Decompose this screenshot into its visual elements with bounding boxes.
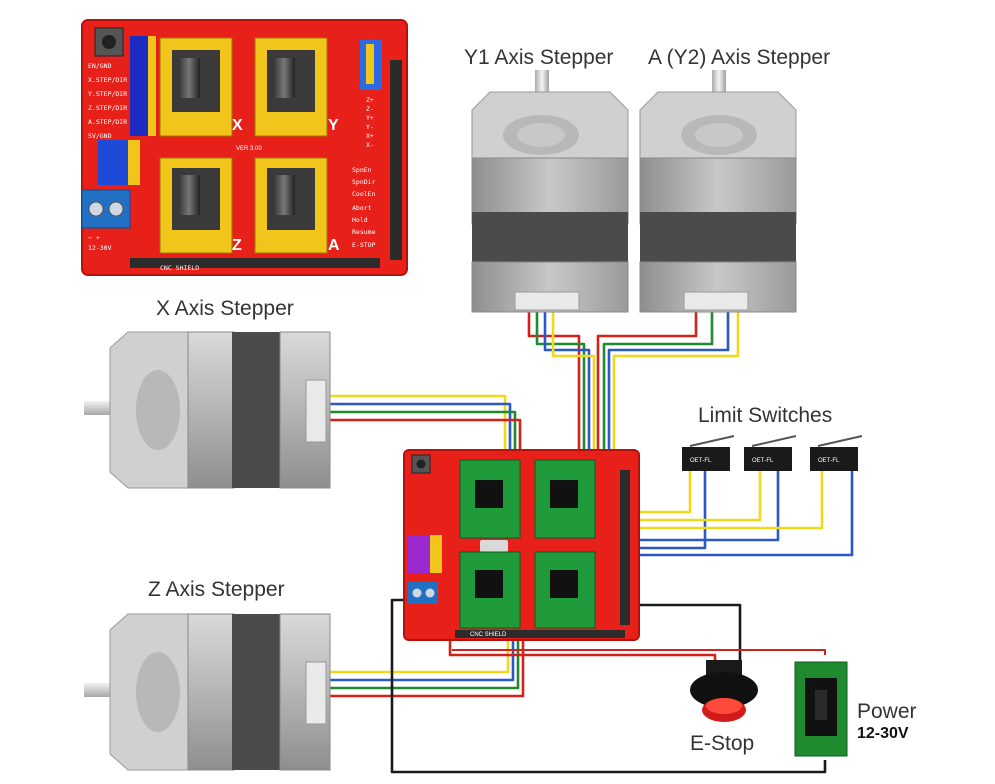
driver-socket-x: X — [159, 37, 243, 137]
z-stepper-label: Z Axis Stepper — [148, 578, 285, 601]
z-stepper-motor — [84, 613, 331, 771]
y1-stepper-label: Y1 Axis Stepper — [464, 46, 613, 69]
right-pin-3: Y- — [366, 123, 374, 131]
left-pin-label-1: X.STEP/DIR — [88, 76, 127, 84]
driver-socket-z: Z — [159, 157, 242, 254]
right-pin-4: X+ — [366, 132, 374, 140]
driver-mark-a: A — [328, 237, 340, 254]
e-stop-button — [690, 660, 758, 722]
cnc-shield-large: EN/GND X.STEP/DIR Y.STEP/DIR Z.STEP/DIR … — [81, 19, 408, 276]
a-stepper-motor — [639, 70, 797, 313]
right-pin-1: Z- — [366, 105, 374, 113]
right-pin-12: E-STOP — [352, 241, 376, 249]
board-version-label: VER 3.00 — [236, 146, 262, 152]
power-jack — [794, 661, 848, 757]
estop-label: E-Stop — [690, 732, 754, 755]
board-voltage-label: 12-30V — [88, 244, 112, 252]
small-driver-z — [459, 551, 521, 629]
limit-switch-wires — [638, 470, 854, 557]
right-pin-labels: Z+ Z- Y+ Y- X+ X- SpnEn SpnDir CoolEn Ab… — [352, 96, 376, 249]
switch-label-1: ОЕТ-FL — [690, 458, 712, 464]
switch-label-2: ОЕТ-FL — [752, 458, 774, 464]
right-pin-7: SpnDir — [352, 178, 376, 186]
y1-stepper-motor — [471, 70, 629, 313]
a-stepper-label: A (Y2) Axis Stepper — [648, 46, 830, 69]
board-name-large: CNC SHIELD — [160, 264, 199, 272]
right-pin-0: Z+ — [366, 96, 374, 104]
driver-socket-y: Y — [254, 37, 339, 137]
left-pin-label-3: Z.STEP/DIR — [88, 104, 127, 112]
right-pin-9: Abort — [352, 204, 372, 212]
limit-switch-1: ОЕТ-FL — [682, 435, 735, 471]
x-stepper-motor — [84, 331, 331, 489]
left-pin-label-2: Y.STEP/DIR — [88, 90, 127, 98]
small-driver-x — [459, 459, 521, 539]
power-label: Power — [857, 700, 917, 723]
cnc-shield-small: CNC SHIELD — [403, 449, 640, 641]
driver-mark-z: Z — [232, 237, 242, 254]
right-pin-8: CoolEn — [352, 190, 376, 198]
right-pin-6: SpnEn — [352, 166, 372, 174]
left-pin-label-4: A.STEP/DIR — [88, 118, 127, 126]
svg-text:− +: − + — [88, 234, 100, 242]
x-stepper-label: X Axis Stepper — [156, 297, 294, 320]
right-pin-10: Hold — [352, 216, 368, 224]
power-terminal-block: − + 12-30V — [81, 189, 131, 252]
power-voltage-label: 12-30V — [857, 725, 909, 742]
right-pin-11: Resume — [352, 228, 376, 236]
right-pin-5: X- — [366, 141, 374, 149]
driver-socket-a: A — [254, 157, 340, 254]
board-name-small: CNC SHIELD — [470, 632, 507, 638]
small-driver-y — [534, 459, 596, 539]
left-pin-label-0: EN/GND — [88, 62, 112, 70]
driver-mark-y: Y — [328, 117, 339, 134]
switch-label-3: ОЕТ-FL — [818, 458, 840, 464]
right-pin-2: Y+ — [366, 114, 374, 122]
limit-switch-3: ОЕТ-FL — [810, 435, 863, 471]
left-pin-header — [98, 36, 156, 185]
small-driver-a — [534, 551, 596, 629]
driver-mark-x: X — [232, 117, 243, 134]
limit-switches-label: Limit Switches — [698, 404, 832, 427]
left-pin-label-5: 5V/GND — [88, 132, 112, 140]
limit-switch-2: ОЕТ-FL — [744, 435, 797, 471]
